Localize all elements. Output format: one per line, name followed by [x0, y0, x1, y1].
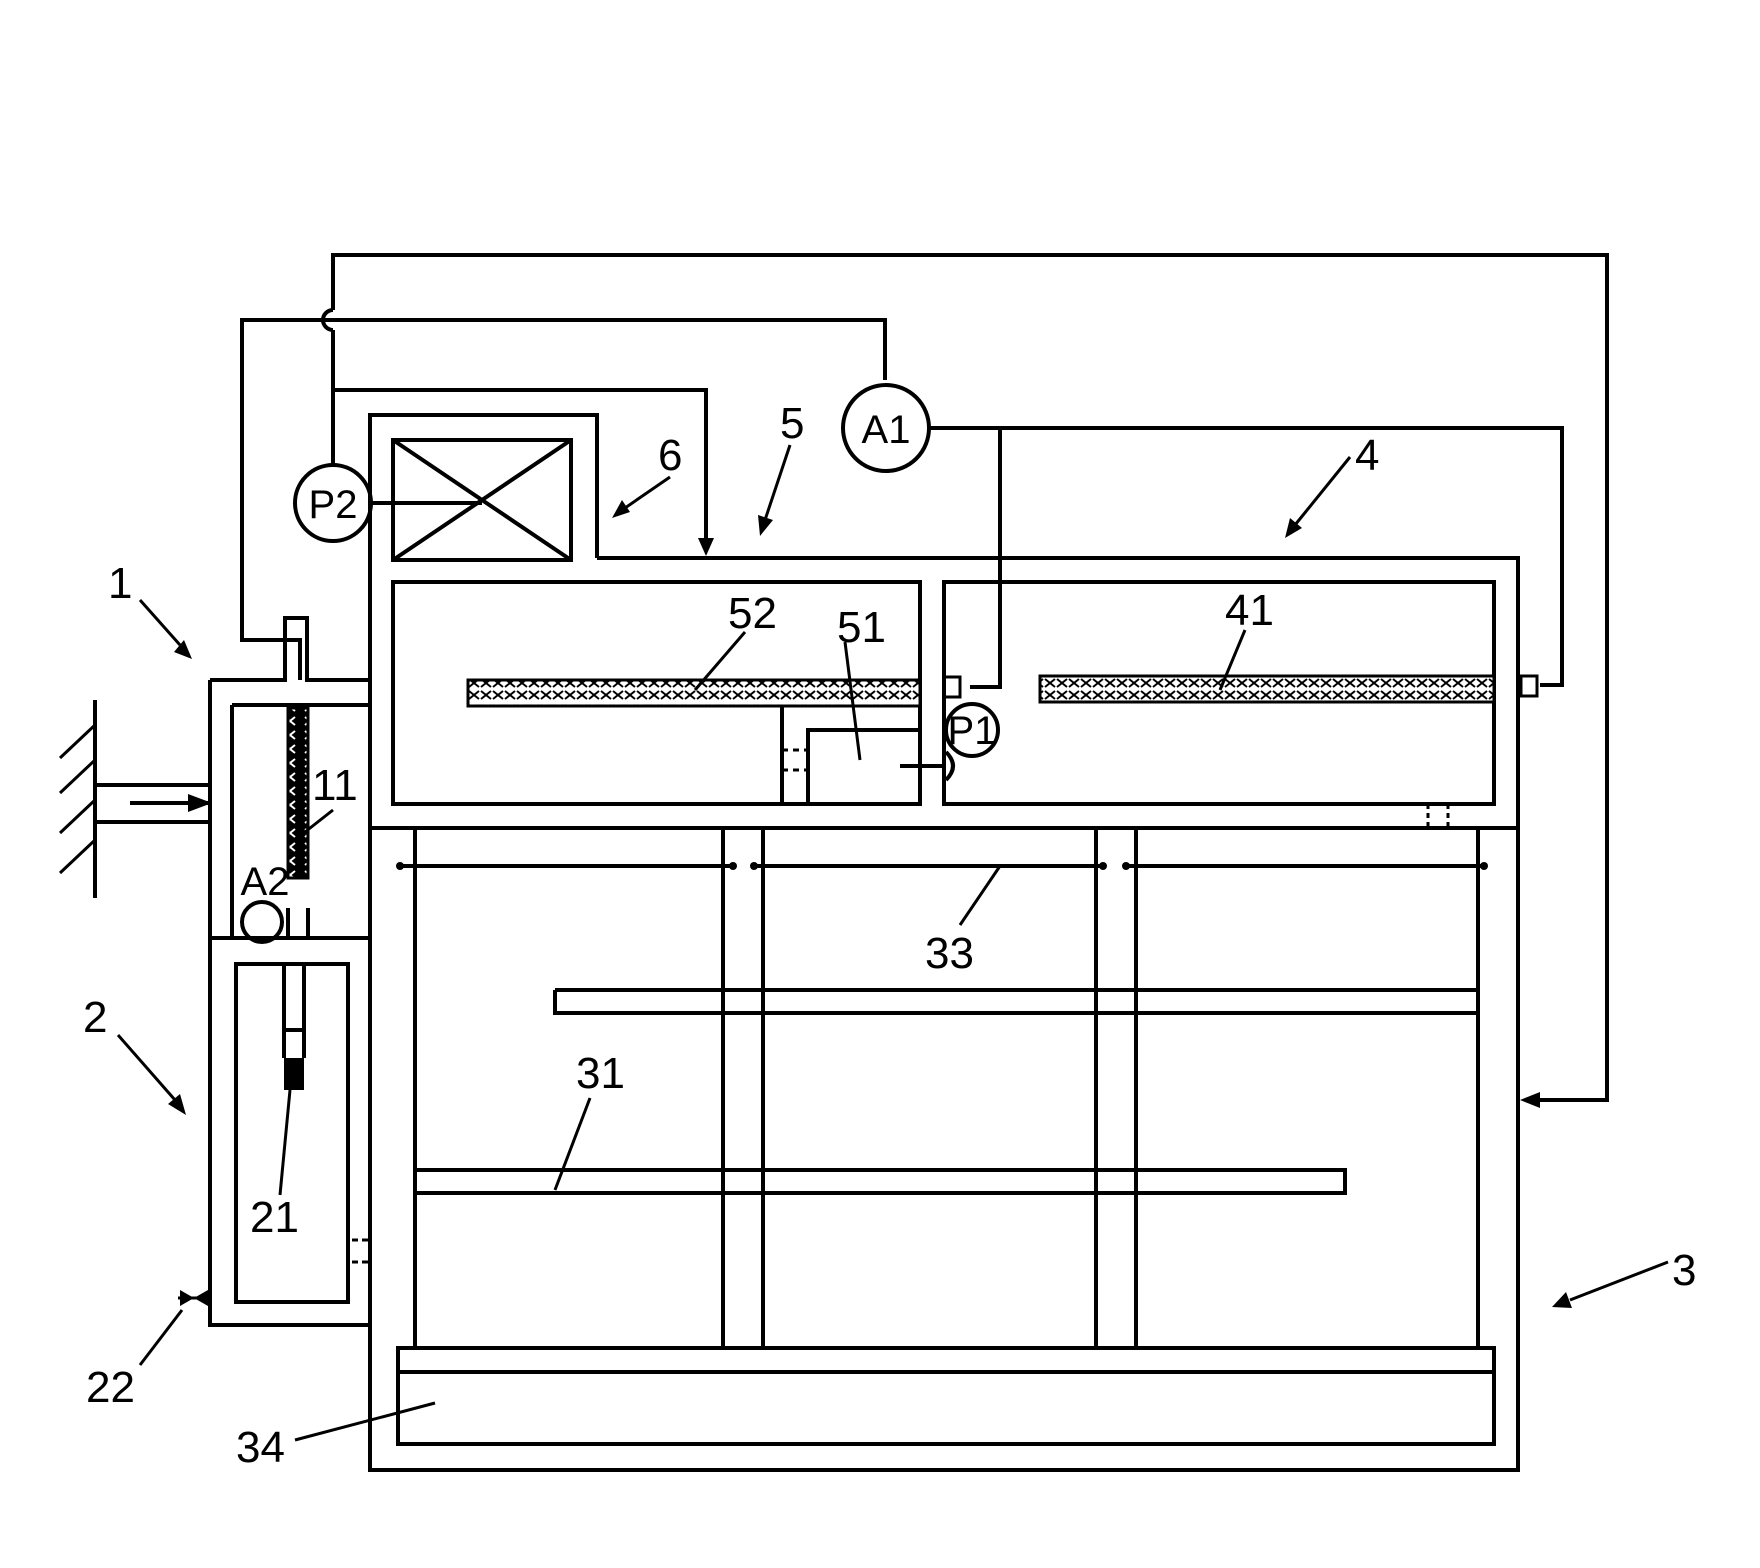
- label-1: 1: [108, 559, 132, 608]
- meter-a1: A1: [841, 383, 931, 473]
- unit-6-box: [368, 413, 599, 680]
- column-left: [58, 616, 370, 1327]
- leader-lines: [116, 444, 1669, 1442]
- meter-p2: P2: [293, 463, 373, 543]
- label-21: 21: [250, 1193, 299, 1242]
- label-4: 4: [1355, 431, 1379, 480]
- meter-a2-label: A2: [241, 860, 290, 904]
- element-11: [286, 706, 310, 880]
- label-34: 34: [236, 1423, 285, 1472]
- column-2-inner: [234, 962, 350, 1304]
- tank-3: [352, 680, 1520, 1472]
- meter-p1: P1: [944, 702, 1000, 758]
- label-31: 31: [576, 1049, 625, 1098]
- meter-a1-label: A1: [862, 408, 911, 452]
- aerator-41: [1038, 674, 1496, 704]
- label-6: 6: [658, 431, 682, 480]
- meter-p1-label: P1: [948, 709, 997, 753]
- meter-p2-label: P2: [309, 483, 358, 527]
- aerator-52: [466, 678, 922, 708]
- label-11: 11: [312, 761, 358, 810]
- label-33: 33: [925, 929, 974, 978]
- upper-housing: [391, 556, 1539, 828]
- meter-a2: A2: [240, 860, 290, 944]
- label-2: 2: [83, 993, 107, 1042]
- label-52: 52: [728, 589, 777, 638]
- label-51: 51: [837, 603, 886, 652]
- label-5: 5: [780, 399, 804, 448]
- control-wiring: [240, 253, 1609, 1108]
- label-41: 41: [1225, 586, 1274, 635]
- label-3: 3: [1672, 1246, 1696, 1295]
- reference-numerals: 1 2 3 4 5 6 11 21 22 31 33 34 41 51 52: [83, 399, 1696, 1472]
- label-22: 22: [86, 1363, 135, 1412]
